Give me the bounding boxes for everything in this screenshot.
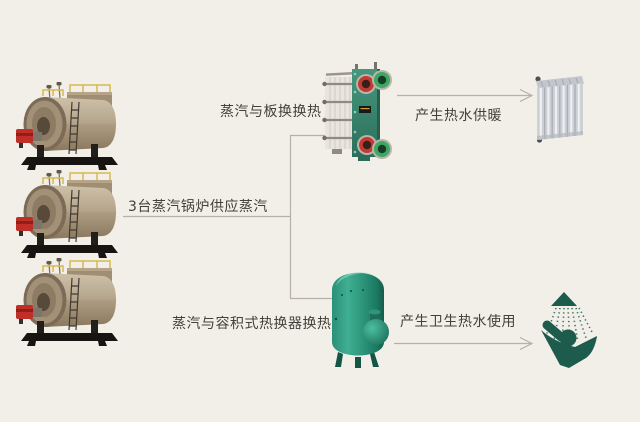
label-plate-exchange: 蒸汽与板换换热 xyxy=(220,104,322,120)
volumetric-tank-icon xyxy=(327,264,391,370)
label-sanitary-output: 产生卫生热水使用 xyxy=(400,314,516,330)
steam-boiler-icon-3 xyxy=(15,256,125,351)
steam-boiler-icon-2 xyxy=(15,168,125,263)
radiator-icon xyxy=(533,73,587,147)
shower-person-icon xyxy=(540,292,600,372)
plate-heat-exchanger-icon xyxy=(322,62,394,162)
arrow-to-shower xyxy=(394,336,534,351)
label-volumetric-exchange: 蒸汽与容积式热换器换热 xyxy=(172,316,332,332)
arrow-to-radiator xyxy=(397,88,534,103)
steam-boiler-icon-1 xyxy=(15,80,125,175)
label-boilers-supply: 3台蒸汽锅炉供应蒸汽 xyxy=(128,199,268,215)
label-heating-output: 产生热水供暖 xyxy=(415,108,502,124)
